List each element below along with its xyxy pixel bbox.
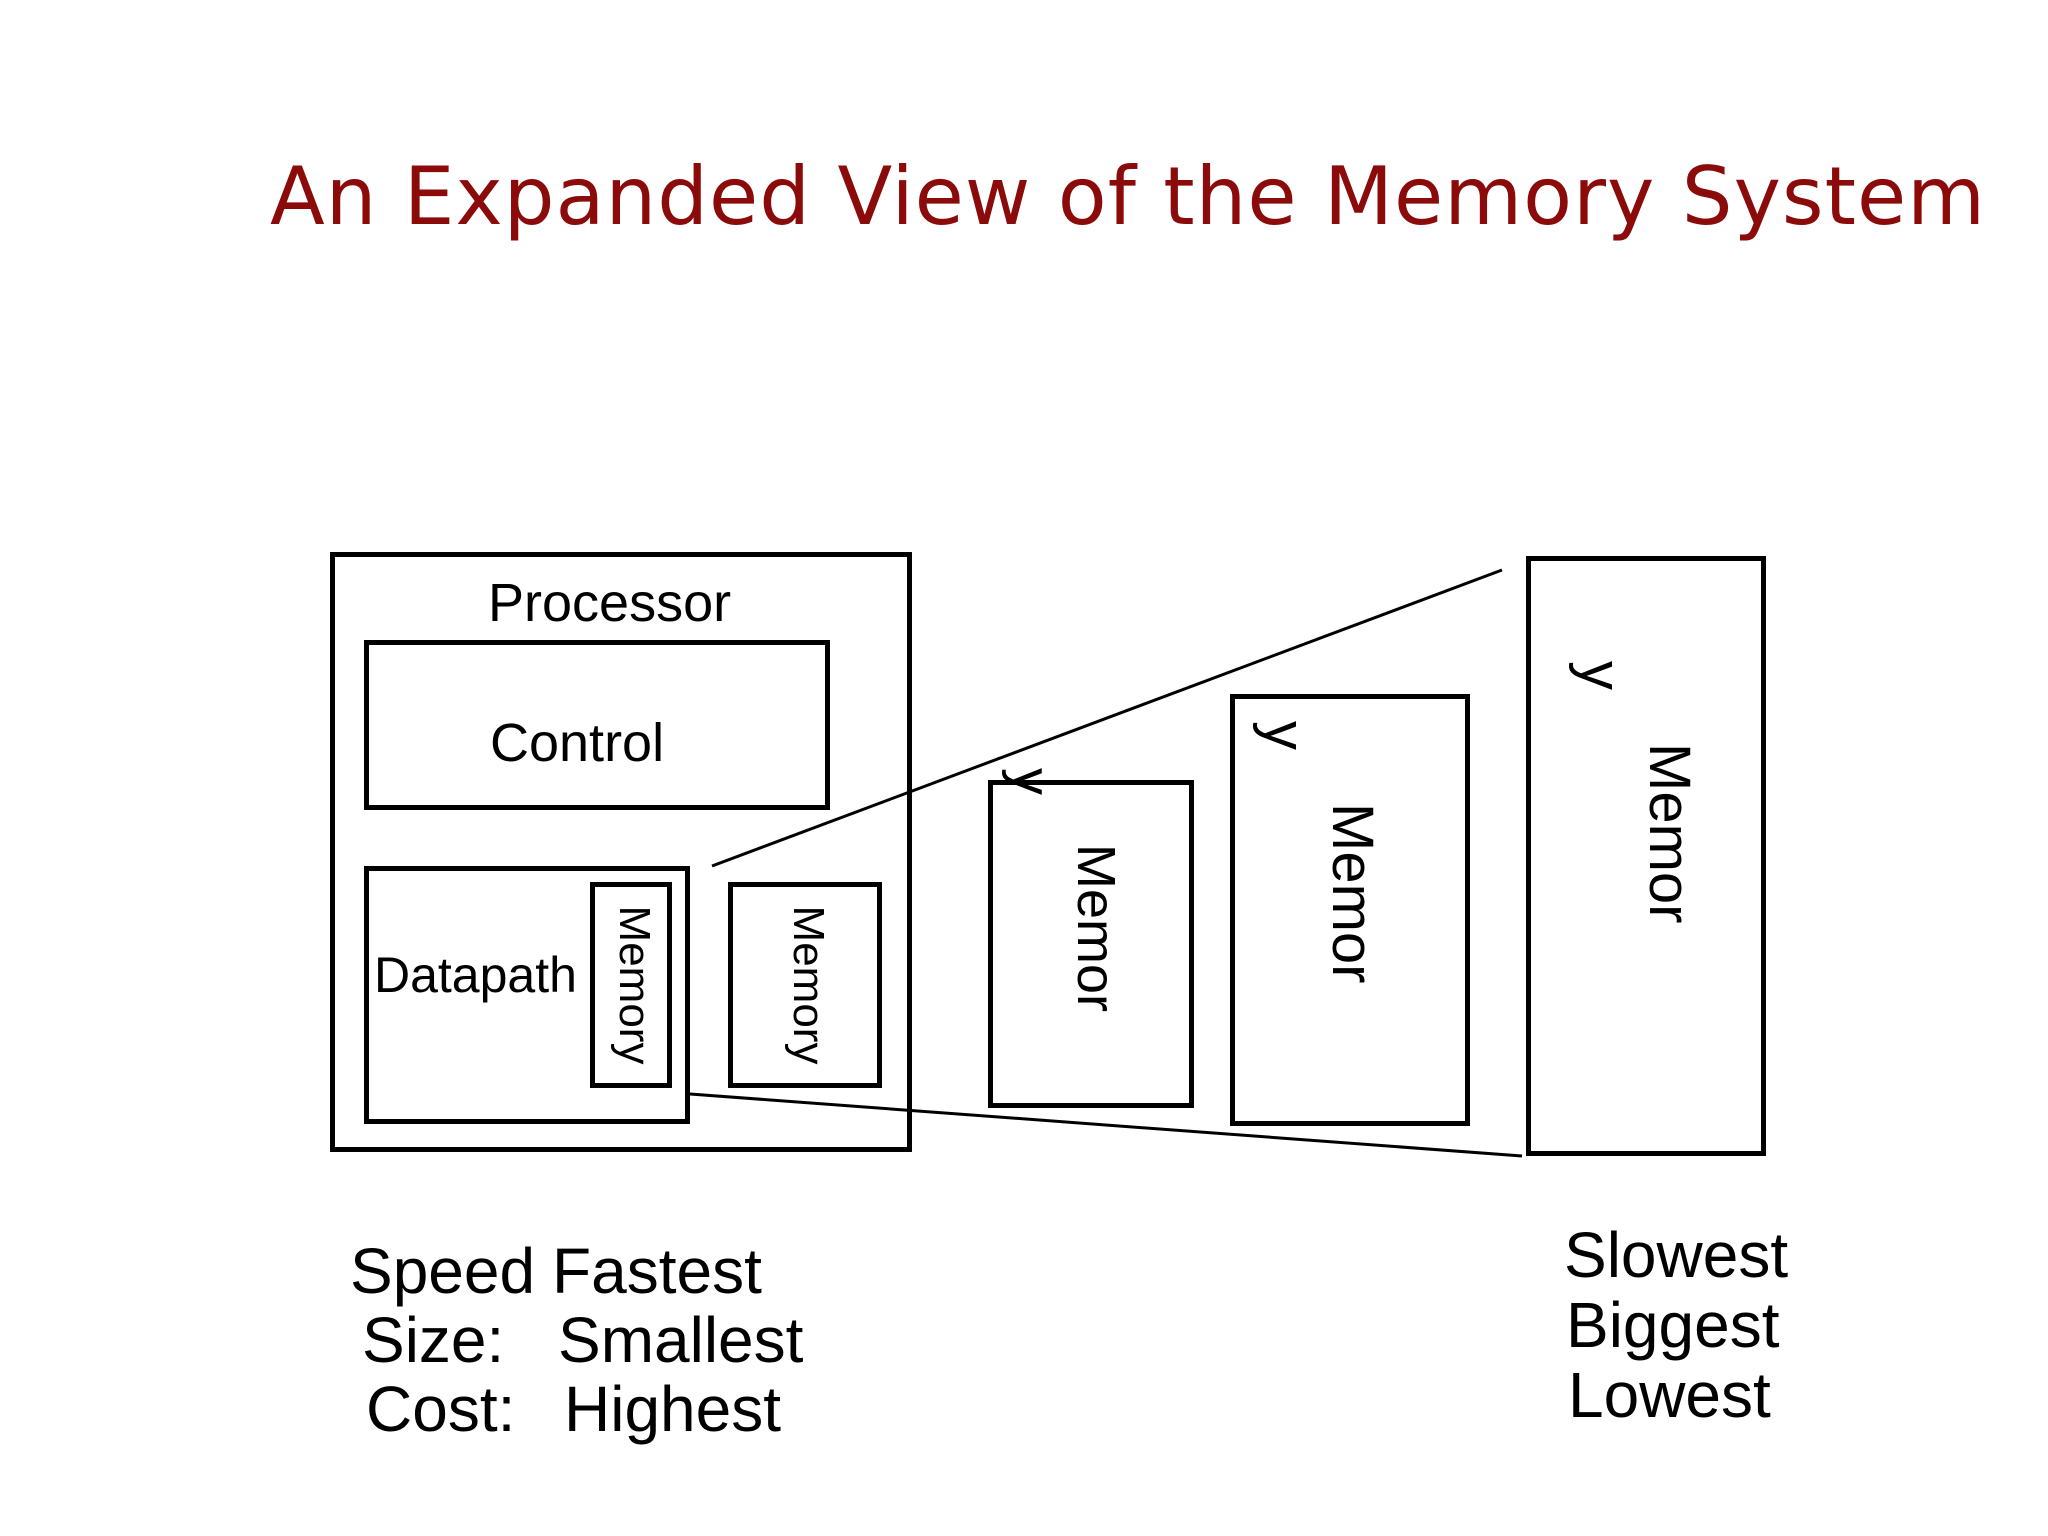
datapath-box <box>364 866 690 1124</box>
register-memory-box <box>590 882 672 1088</box>
cache-memory-label: Memory <box>784 905 833 1065</box>
left-size-label: Size: <box>362 1304 505 1376</box>
control-label: Control <box>490 713 665 773</box>
level5-memory-line1: Memor <box>1637 743 1702 924</box>
left-size-value: Smallest <box>558 1304 804 1376</box>
level4-memory-line2: y <box>1252 721 1317 750</box>
level5-memory-line2: y <box>1568 661 1633 690</box>
left-speed-value: Fastest <box>552 1235 762 1307</box>
register-memory-label: Memory <box>610 905 659 1065</box>
processor-label: Processor <box>488 573 732 633</box>
level5-memory-box <box>1526 556 1766 1156</box>
cache-memory-box <box>728 882 882 1088</box>
level4-memory-line1: Memor <box>1320 803 1385 984</box>
left-cost-label: Cost: <box>366 1373 516 1445</box>
level3-memory-line1: Memor <box>1066 844 1126 1013</box>
right-cost-value: Lowest <box>1568 1359 1771 1431</box>
right-speed-value: Slowest <box>1564 1219 1789 1291</box>
left-speed-label: Speed <box>350 1235 536 1307</box>
left-cost-value: Highest <box>564 1373 781 1445</box>
level3-memory-line2: y <box>1001 768 1061 795</box>
datapath-label: Datapath <box>374 947 577 1003</box>
slide-title: An Expanded View of the Memory System <box>270 150 1987 243</box>
right-size-value: Biggest <box>1566 1289 1780 1361</box>
